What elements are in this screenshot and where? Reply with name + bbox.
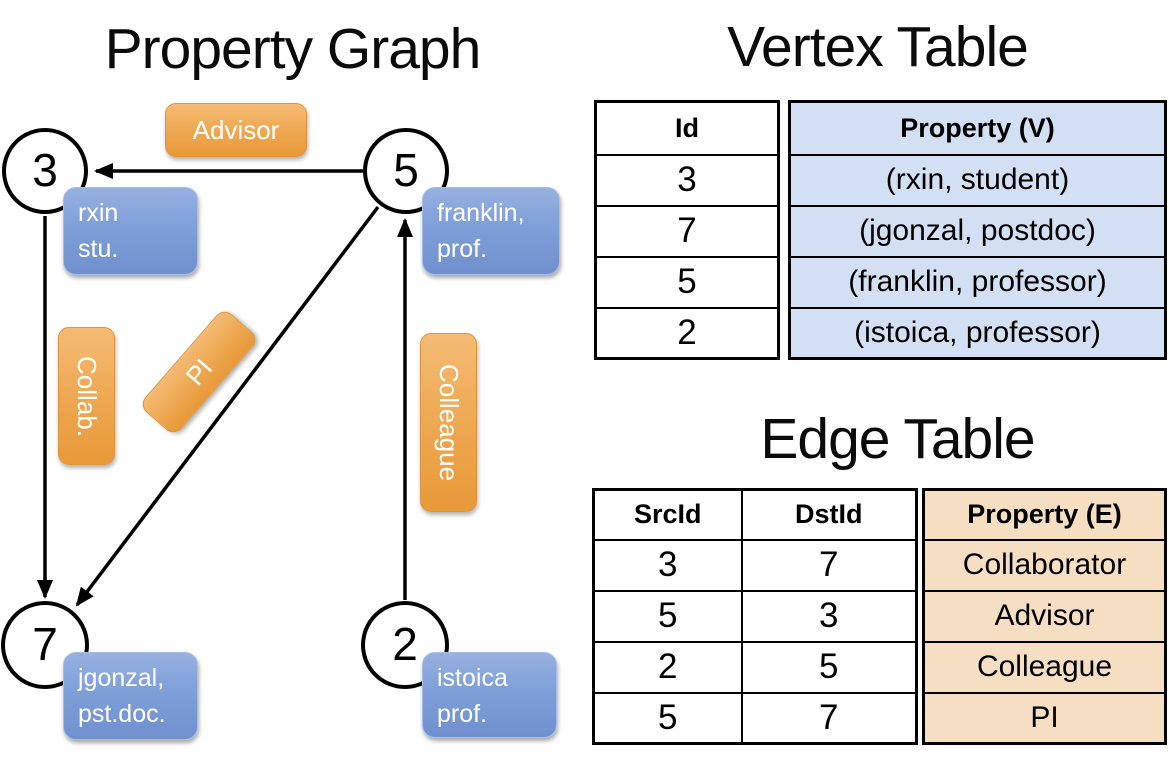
vertex-label-line2: stu. [78,234,119,263]
vertex-row-property: (istoica, professor) [788,306,1167,360]
edge-row-property: Advisor [922,589,1167,643]
edge-row-srcid: 5 [592,691,743,745]
vertex-row-property: (rxin, student) [788,153,1167,207]
graph-edges [37,163,413,607]
node-3-id: 3 [32,144,58,196]
vertex-label-istoica: istoica prof. [422,652,557,738]
vertex-col-id: Id [594,100,780,156]
edge-row-dstid: 7 [740,691,918,745]
property-graph-title: Property Graph [104,17,482,81]
vertex-label-line2: pst.doc. [78,699,166,728]
vertex-table-title: Vertex Table [727,15,1029,79]
edge-col-srcid: SrcId [592,488,743,541]
edge-row-property: Collaborator [922,538,1167,592]
edge-row-srcid: 3 [592,538,743,592]
edge-src-dst-table: SrcId DstId 3 7 5 3 2 5 5 7 [592,488,918,745]
edge-label-collab: Collab. [58,327,115,465]
edge-label-colleague: Colleague [420,333,477,512]
node-7-id: 7 [32,618,58,670]
edge-row-srcid: 2 [592,640,743,694]
edge-row-property: PI [922,691,1167,745]
vertex-row-id: 7 [594,204,780,258]
vertex-label-rxin: rxin stu. [63,187,198,275]
vertex-label-line1: rxin [78,199,119,227]
edge-row-srcid: 5 [592,589,743,643]
edge-pi-5-to-7 [75,205,380,607]
vertex-row-id: 5 [594,255,780,309]
vertex-label-line1: jgonzal, [78,664,165,692]
vertex-col-property: Property (V) [788,100,1167,156]
vertex-row-property: (franklin, professor) [788,255,1167,309]
vertex-label-franklin: franklin, prof. [422,187,560,275]
vertex-id-table: Id 3 7 5 2 [594,100,780,360]
vertex-row-property: (jgonzal, postdoc) [788,204,1167,258]
vertex-label-jgonzal: jgonzal, pst.doc. [63,652,198,740]
edge-row-property: Colleague [922,640,1167,694]
edge-label-text: Collab. [72,355,102,437]
edge-row-dstid: 7 [740,538,918,592]
edge-col-dstid: DstId [740,488,918,541]
edge-label-text: Colleague [434,363,464,482]
graph-node-2: 2 [361,601,449,689]
graph-node-5: 5 [363,128,449,214]
edge-label-text: Advisor [192,114,280,145]
edge-row-dstid: 3 [740,589,918,643]
vertex-row-id: 3 [594,153,780,207]
edge-property-table: Property (E) Collaborator Advisor Collea… [922,488,1167,745]
node-5-id: 5 [393,144,419,196]
node-2-id: 2 [392,618,418,670]
vertex-row-id: 2 [594,306,780,360]
edge-row-dstid: 5 [740,640,918,694]
vertex-label-line2: prof. [437,699,488,728]
edge-col-property: Property (E) [922,488,1167,541]
edge-table-title: Edge Table [760,407,1035,471]
vertex-property-table: Property (V) (rxin, student) (jgonzal, p… [788,100,1167,360]
vertex-label-line2: prof. [437,234,488,263]
vertex-label-line1: istoica [437,664,508,692]
edge-label-text: PI [179,352,219,391]
vertex-label-line1: franklin, [437,199,525,227]
edge-label-advisor: Advisor [165,103,307,157]
